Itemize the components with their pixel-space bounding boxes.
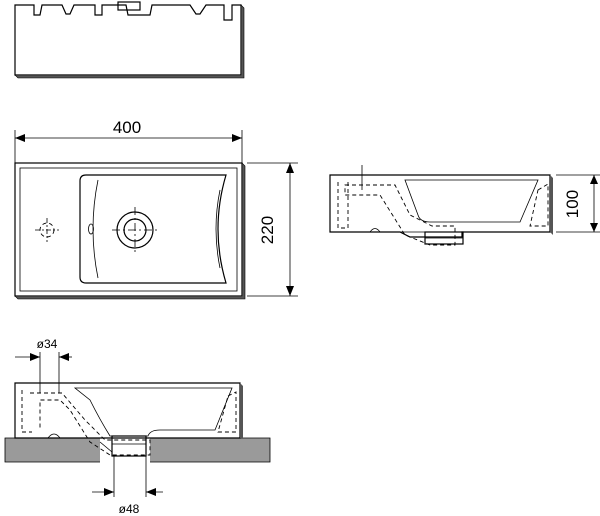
drain-label: ø48 xyxy=(119,502,140,516)
side-section-view xyxy=(329,165,553,246)
tap-hole-dimension: ø34 xyxy=(15,337,72,393)
front-section-view xyxy=(4,382,271,466)
height-label: 100 xyxy=(563,190,582,218)
depth-dimension: 220 xyxy=(247,162,298,297)
drain-dimension: ø48 xyxy=(92,456,163,516)
tap-hole-label: ø34 xyxy=(37,337,58,351)
width-dimension: 400 xyxy=(14,118,243,163)
height-dimension: 100 xyxy=(556,174,600,233)
back-view xyxy=(14,1,245,79)
depth-label: 220 xyxy=(258,216,277,244)
width-label: 400 xyxy=(113,118,141,137)
plan-view xyxy=(14,162,246,300)
